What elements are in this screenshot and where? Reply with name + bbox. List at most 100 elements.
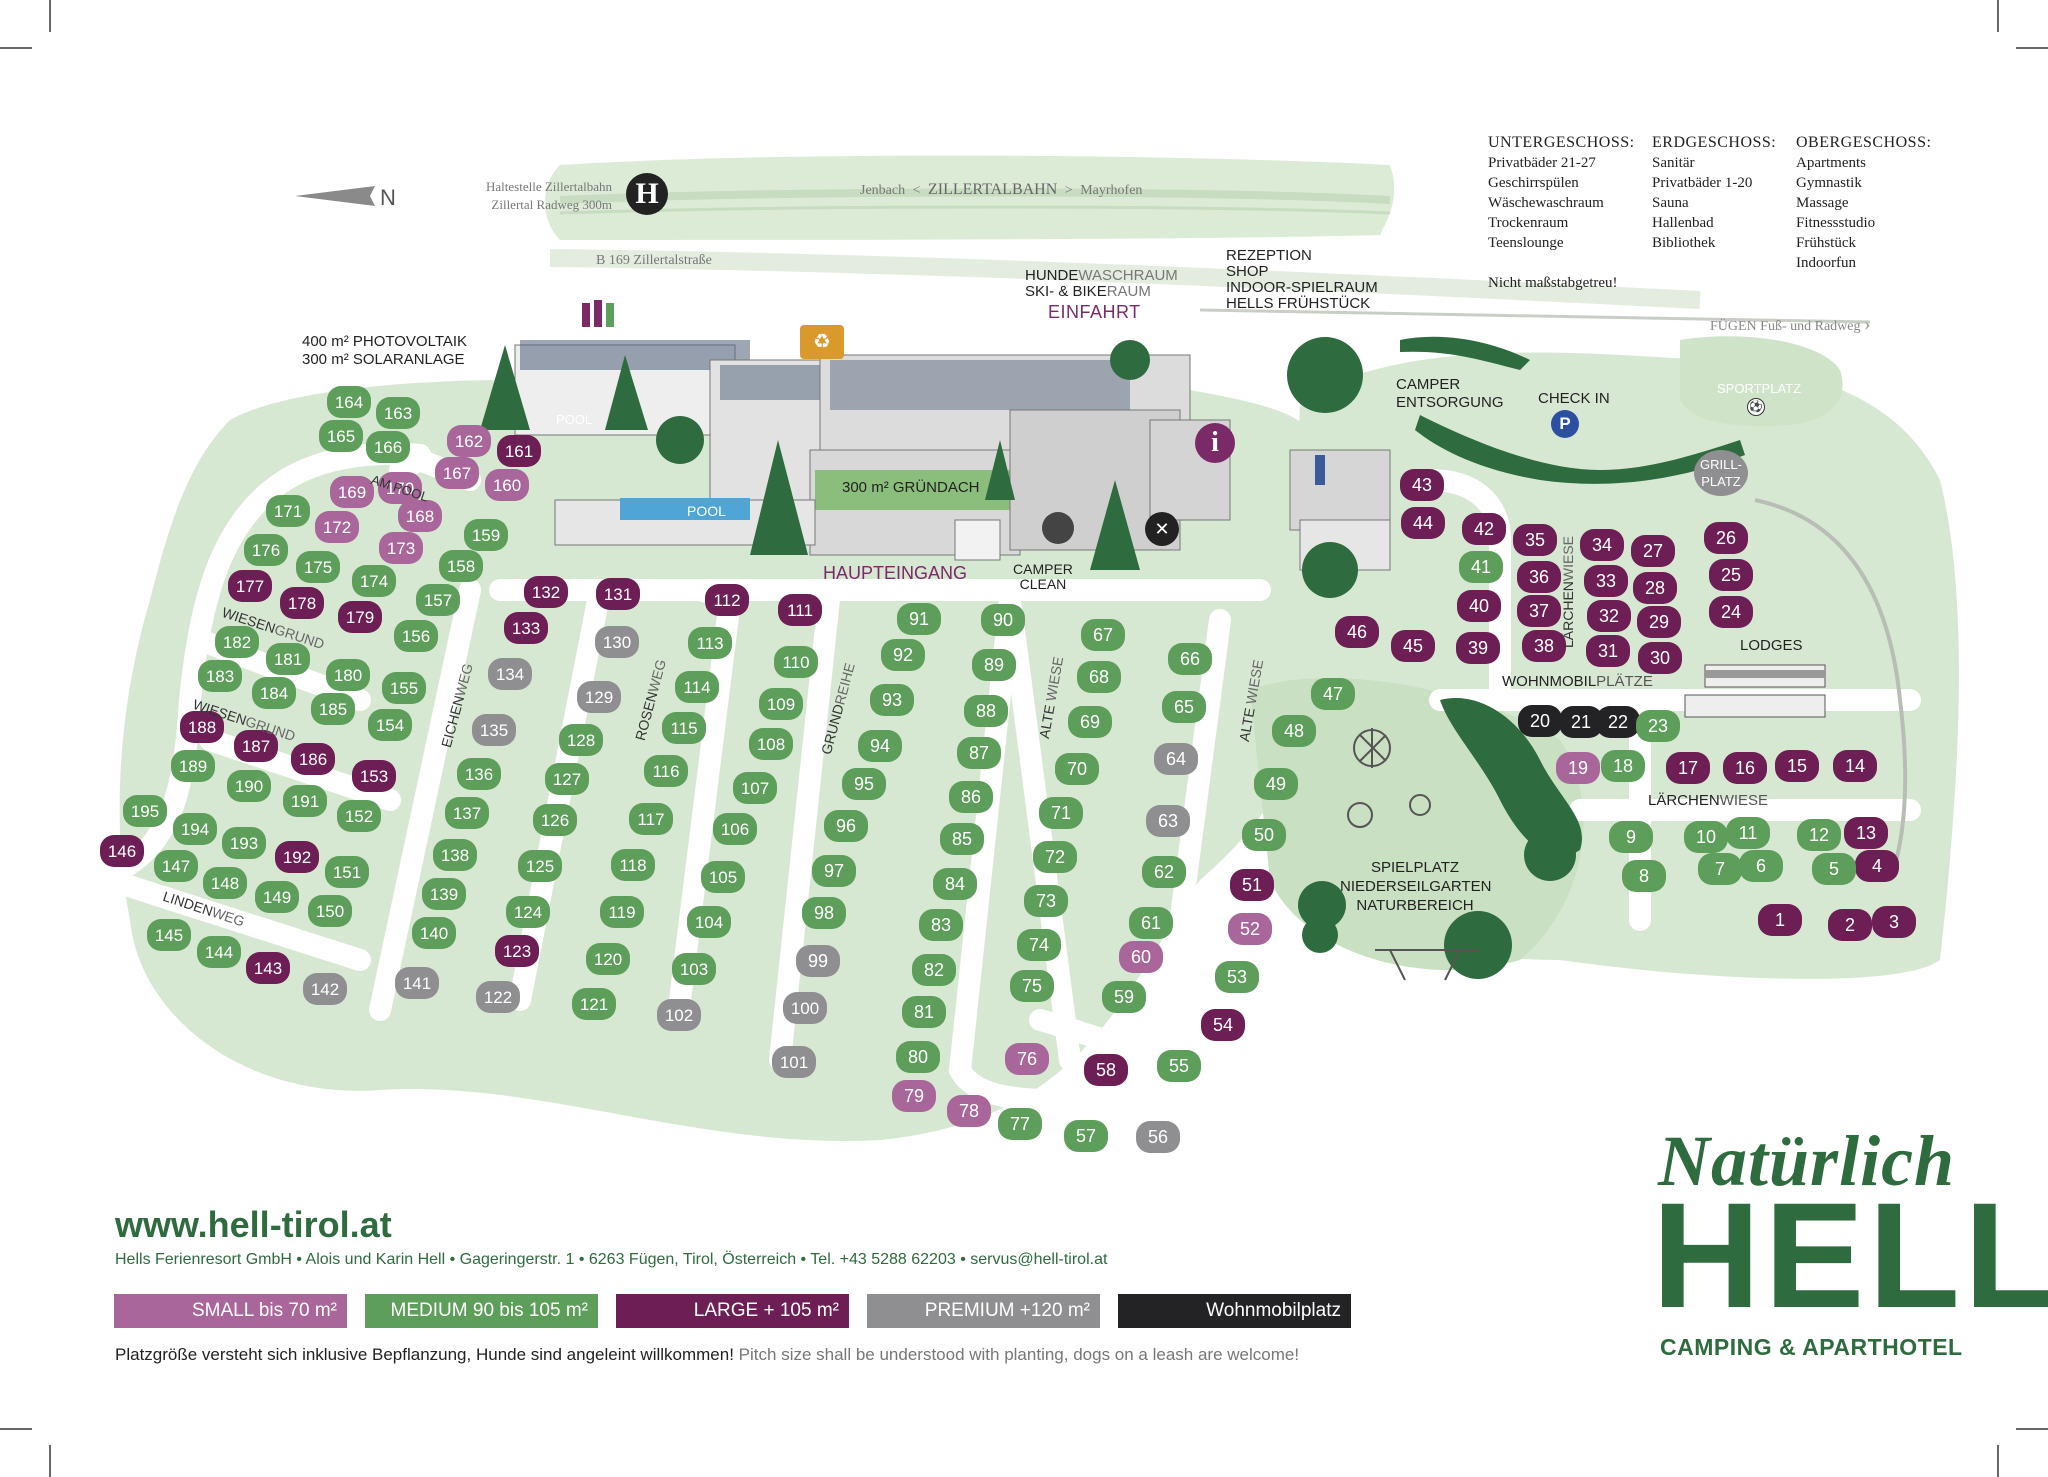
pitch-101[interactable]: 101: [772, 1046, 816, 1078]
pitch-103[interactable]: 103: [672, 953, 716, 985]
pitch-62[interactable]: 62: [1142, 856, 1186, 888]
pitch-152[interactable]: 152: [337, 800, 381, 832]
pitch-23[interactable]: 23: [1636, 710, 1680, 742]
pitch-138[interactable]: 138: [433, 839, 477, 871]
pitch-29[interactable]: 29: [1637, 606, 1681, 638]
pitch-195[interactable]: 195: [123, 795, 167, 827]
pitch-123[interactable]: 123: [495, 935, 539, 967]
pitch-188[interactable]: 188: [180, 711, 224, 743]
pitch-148[interactable]: 148: [203, 867, 247, 899]
pitch-129[interactable]: 129: [577, 681, 621, 713]
pitch-77[interactable]: 77: [998, 1108, 1042, 1140]
pitch-58[interactable]: 58: [1084, 1054, 1128, 1086]
pitch-60[interactable]: 60: [1119, 941, 1163, 973]
pitch-177[interactable]: 177: [228, 570, 272, 602]
pitch-191[interactable]: 191: [283, 785, 327, 817]
pitch-147[interactable]: 147: [154, 850, 198, 882]
pitch-73[interactable]: 73: [1024, 885, 1068, 917]
pitch-172[interactable]: 172: [315, 511, 359, 543]
pitch-92[interactable]: 92: [881, 639, 925, 671]
pitch-90[interactable]: 90: [981, 604, 1025, 636]
pitch-42[interactable]: 42: [1462, 513, 1506, 545]
pitch-174[interactable]: 174: [352, 565, 396, 597]
pitch-134[interactable]: 134: [488, 658, 532, 690]
pitch-126[interactable]: 126: [533, 804, 577, 836]
pitch-141[interactable]: 141: [395, 967, 439, 999]
pitch-133[interactable]: 133: [504, 612, 548, 644]
pitch-48[interactable]: 48: [1272, 715, 1316, 747]
pitch-69[interactable]: 69: [1068, 706, 1112, 738]
pitch-2[interactable]: 2: [1828, 909, 1872, 941]
pitch-91[interactable]: 91: [897, 603, 941, 635]
pitch-67[interactable]: 67: [1081, 619, 1125, 651]
pitch-4[interactable]: 4: [1855, 850, 1899, 882]
pitch-107[interactable]: 107: [733, 772, 777, 804]
pitch-27[interactable]: 27: [1631, 535, 1675, 567]
pitch-184[interactable]: 184: [252, 677, 296, 709]
pitch-94[interactable]: 94: [858, 730, 902, 762]
pitch-40[interactable]: 40: [1457, 590, 1501, 622]
pitch-137[interactable]: 137: [445, 797, 489, 829]
pitch-39[interactable]: 39: [1456, 632, 1500, 664]
pitch-65[interactable]: 65: [1162, 691, 1206, 723]
pitch-8[interactable]: 8: [1622, 860, 1666, 892]
pitch-83[interactable]: 83: [919, 909, 963, 941]
pitch-169[interactable]: 169: [330, 476, 374, 508]
pitch-165[interactable]: 165: [319, 420, 363, 452]
pitch-113[interactable]: 113: [688, 627, 732, 659]
pitch-124[interactable]: 124: [506, 896, 550, 928]
pitch-7[interactable]: 7: [1698, 853, 1742, 885]
pitch-167[interactable]: 167: [435, 457, 479, 489]
pitch-189[interactable]: 189: [171, 750, 215, 782]
pitch-128[interactable]: 128: [559, 724, 603, 756]
pitch-47[interactable]: 47: [1311, 678, 1355, 710]
pitch-125[interactable]: 125: [518, 850, 562, 882]
pitch-109[interactable]: 109: [759, 688, 803, 720]
pitch-97[interactable]: 97: [812, 855, 856, 887]
pitch-121[interactable]: 121: [572, 988, 616, 1020]
pitch-171[interactable]: 171: [266, 495, 310, 527]
pitch-163[interactable]: 163: [376, 397, 420, 429]
pitch-151[interactable]: 151: [325, 856, 369, 888]
pitch-144[interactable]: 144: [197, 936, 241, 968]
pitch-178[interactable]: 178: [280, 587, 324, 619]
pitch-70[interactable]: 70: [1055, 753, 1099, 785]
pitch-21[interactable]: 21: [1559, 706, 1603, 738]
pitch-45[interactable]: 45: [1391, 630, 1435, 662]
pitch-155[interactable]: 155: [382, 672, 426, 704]
pitch-119[interactable]: 119: [600, 896, 644, 928]
pitch-78[interactable]: 78: [947, 1095, 991, 1127]
pitch-170[interactable]: 170: [378, 472, 422, 504]
pitch-22[interactable]: 22: [1596, 706, 1640, 738]
pitch-122[interactable]: 122: [476, 981, 520, 1013]
pitch-16[interactable]: 16: [1723, 752, 1767, 784]
pitch-192[interactable]: 192: [275, 841, 319, 873]
pitch-31[interactable]: 31: [1586, 635, 1630, 667]
pitch-181[interactable]: 181: [266, 643, 310, 675]
pitch-187[interactable]: 187: [234, 730, 278, 762]
pitch-139[interactable]: 139: [422, 878, 466, 910]
pitch-41[interactable]: 41: [1459, 551, 1503, 583]
pitch-106[interactable]: 106: [713, 813, 757, 845]
pitch-30[interactable]: 30: [1638, 642, 1682, 674]
pitch-186[interactable]: 186: [291, 743, 335, 775]
pitch-95[interactable]: 95: [842, 768, 886, 800]
pitch-104[interactable]: 104: [687, 906, 731, 938]
pitch-146[interactable]: 146: [100, 835, 144, 867]
pitch-43[interactable]: 43: [1400, 469, 1444, 501]
pitch-96[interactable]: 96: [824, 810, 868, 842]
pitch-82[interactable]: 82: [912, 954, 956, 986]
pitch-166[interactable]: 166: [366, 431, 410, 463]
pitch-162[interactable]: 162: [447, 425, 491, 457]
pitch-140[interactable]: 140: [412, 917, 456, 949]
pitch-112[interactable]: 112: [705, 584, 749, 616]
pitch-17[interactable]: 17: [1666, 752, 1710, 784]
pitch-157[interactable]: 157: [416, 584, 460, 616]
pitch-52[interactable]: 52: [1228, 913, 1272, 945]
pitch-80[interactable]: 80: [896, 1041, 940, 1073]
pitch-44[interactable]: 44: [1401, 507, 1445, 539]
pitch-63[interactable]: 63: [1146, 805, 1190, 837]
pitch-3[interactable]: 3: [1872, 906, 1916, 938]
pitch-88[interactable]: 88: [964, 695, 1008, 727]
pitch-46[interactable]: 46: [1335, 616, 1379, 648]
